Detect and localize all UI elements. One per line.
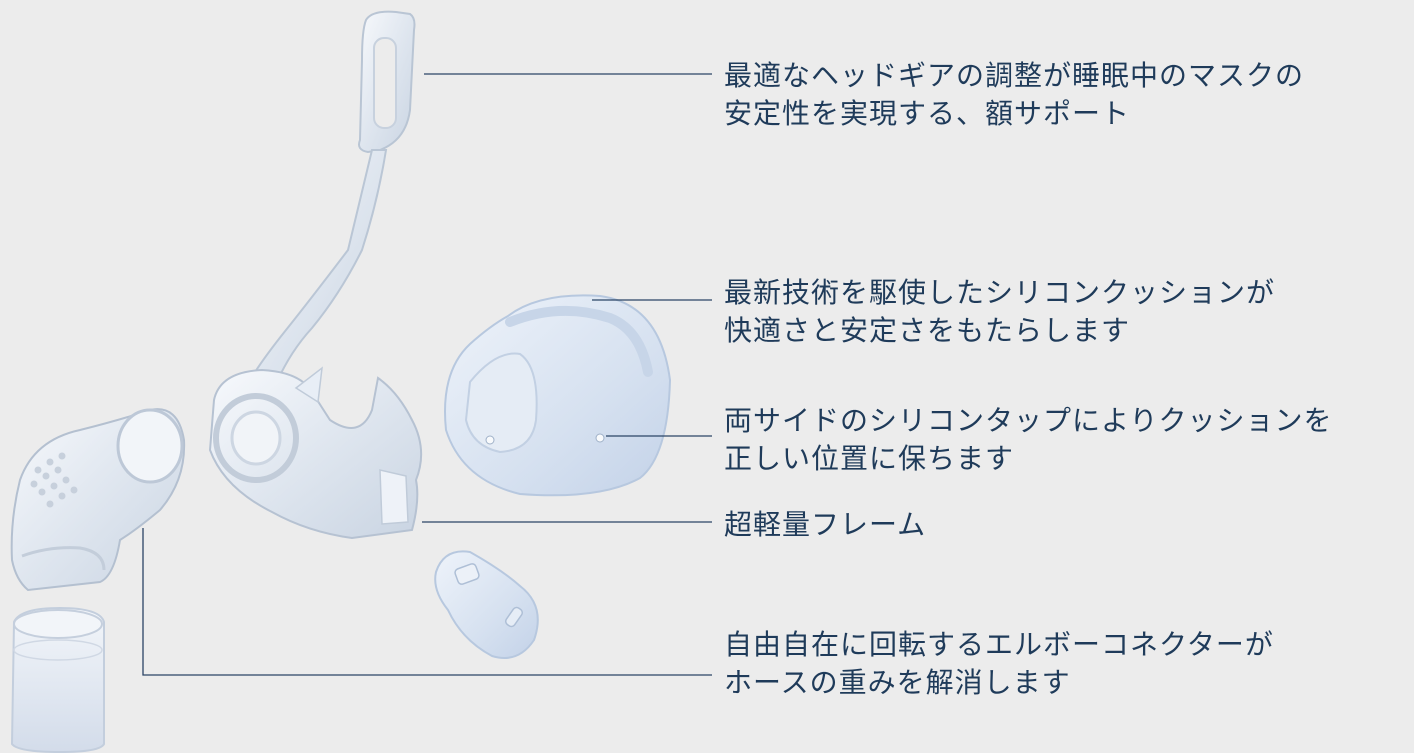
callout-silicone-tabs: 両サイドのシリコンタップによりクッションを 正しい位置に保ちます (724, 402, 1332, 478)
leader-lines (142, 73, 712, 676)
callout-line: 最適なヘッドギアの調整が睡眠中のマスクの (724, 59, 1305, 92)
callout-line: 最新技術を駆使したシリコンクッションが (724, 276, 1276, 309)
callout-line: 両サイドのシリコンタップによりクッションを (724, 404, 1333, 437)
cushion-part (444, 294, 672, 497)
elbow-connector-part (10, 408, 186, 592)
cup-part (10, 606, 105, 753)
callout-forehead-support: 最適なヘッドギアの調整が睡眠中のマスクの 安定性を実現する、額サポート (724, 57, 1304, 133)
callout-line: 超軽量フレーム (724, 508, 927, 541)
callout-silicone-cushion: 最新技術を駆使したシリコンクッションが 快適さと安定さをもたらします (724, 274, 1275, 350)
forehead-support-part (248, 10, 416, 386)
frame-part (208, 366, 423, 540)
callout-line: 自由自在に回転するエルボーコネクターが (724, 628, 1274, 661)
callout-line: 安定性を実現する、額サポート (724, 97, 1131, 130)
callout-lightweight-frame: 超軽量フレーム (724, 506, 926, 544)
leader-elbow-connector (142, 528, 712, 676)
callout-line: 快適さと安定さをもたらします (724, 314, 1131, 347)
callout-line: 正しい位置に保ちます (724, 442, 1015, 475)
callout-line: ホースの重みを解消します (724, 666, 1071, 699)
silicone-tab-part (434, 550, 539, 659)
callout-elbow-connector: 自由自在に回転するエルボーコネクターが ホースの重みを解消します (724, 626, 1274, 702)
